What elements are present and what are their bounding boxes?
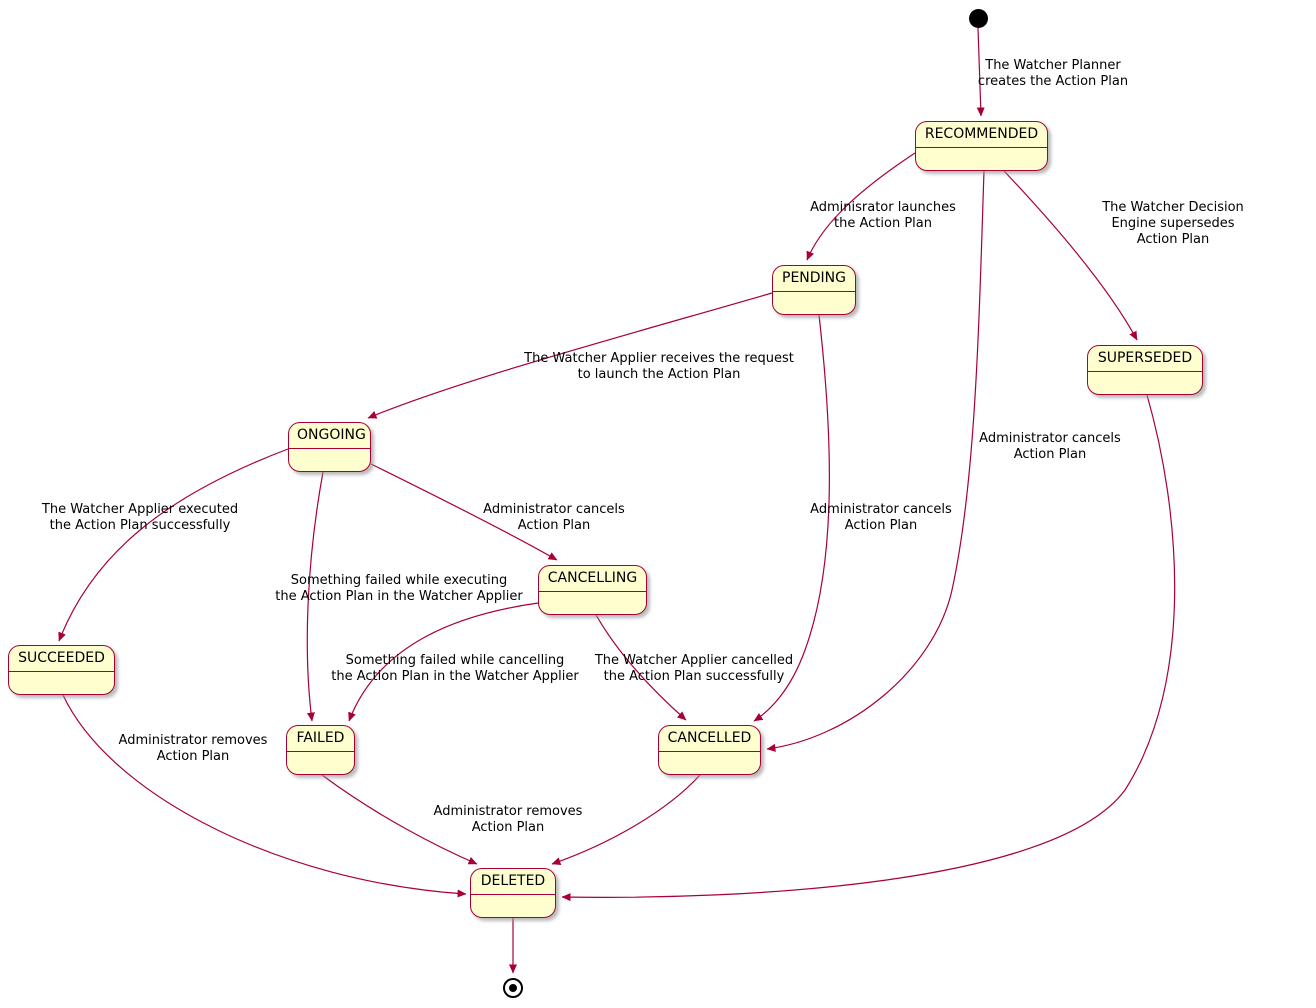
transition-pending-to-ongoing xyxy=(367,292,773,419)
transition-pending-to-cancelled xyxy=(753,314,830,722)
transition-recommended-to-pending xyxy=(806,152,916,261)
transition-ongoing-to-succeeded xyxy=(58,448,289,642)
transition-cancelling-to-failed xyxy=(348,602,539,722)
transition-cancelled-to-deleted xyxy=(551,774,701,865)
transition-superseded-to-deleted xyxy=(561,394,1176,902)
transition-ongoing-to-failed xyxy=(306,471,324,722)
transition-cancelling-to-cancelled xyxy=(595,614,687,721)
transition-failed-to-deleted xyxy=(321,774,478,865)
transition-succeeded-to-deleted xyxy=(62,694,467,898)
transition-ongoing-to-cancelling xyxy=(370,463,558,561)
transition-recommended-to-cancelled xyxy=(766,170,985,752)
transition-initial-to-recommended xyxy=(976,27,985,117)
transition-recommended-to-superseded xyxy=(1003,170,1138,341)
